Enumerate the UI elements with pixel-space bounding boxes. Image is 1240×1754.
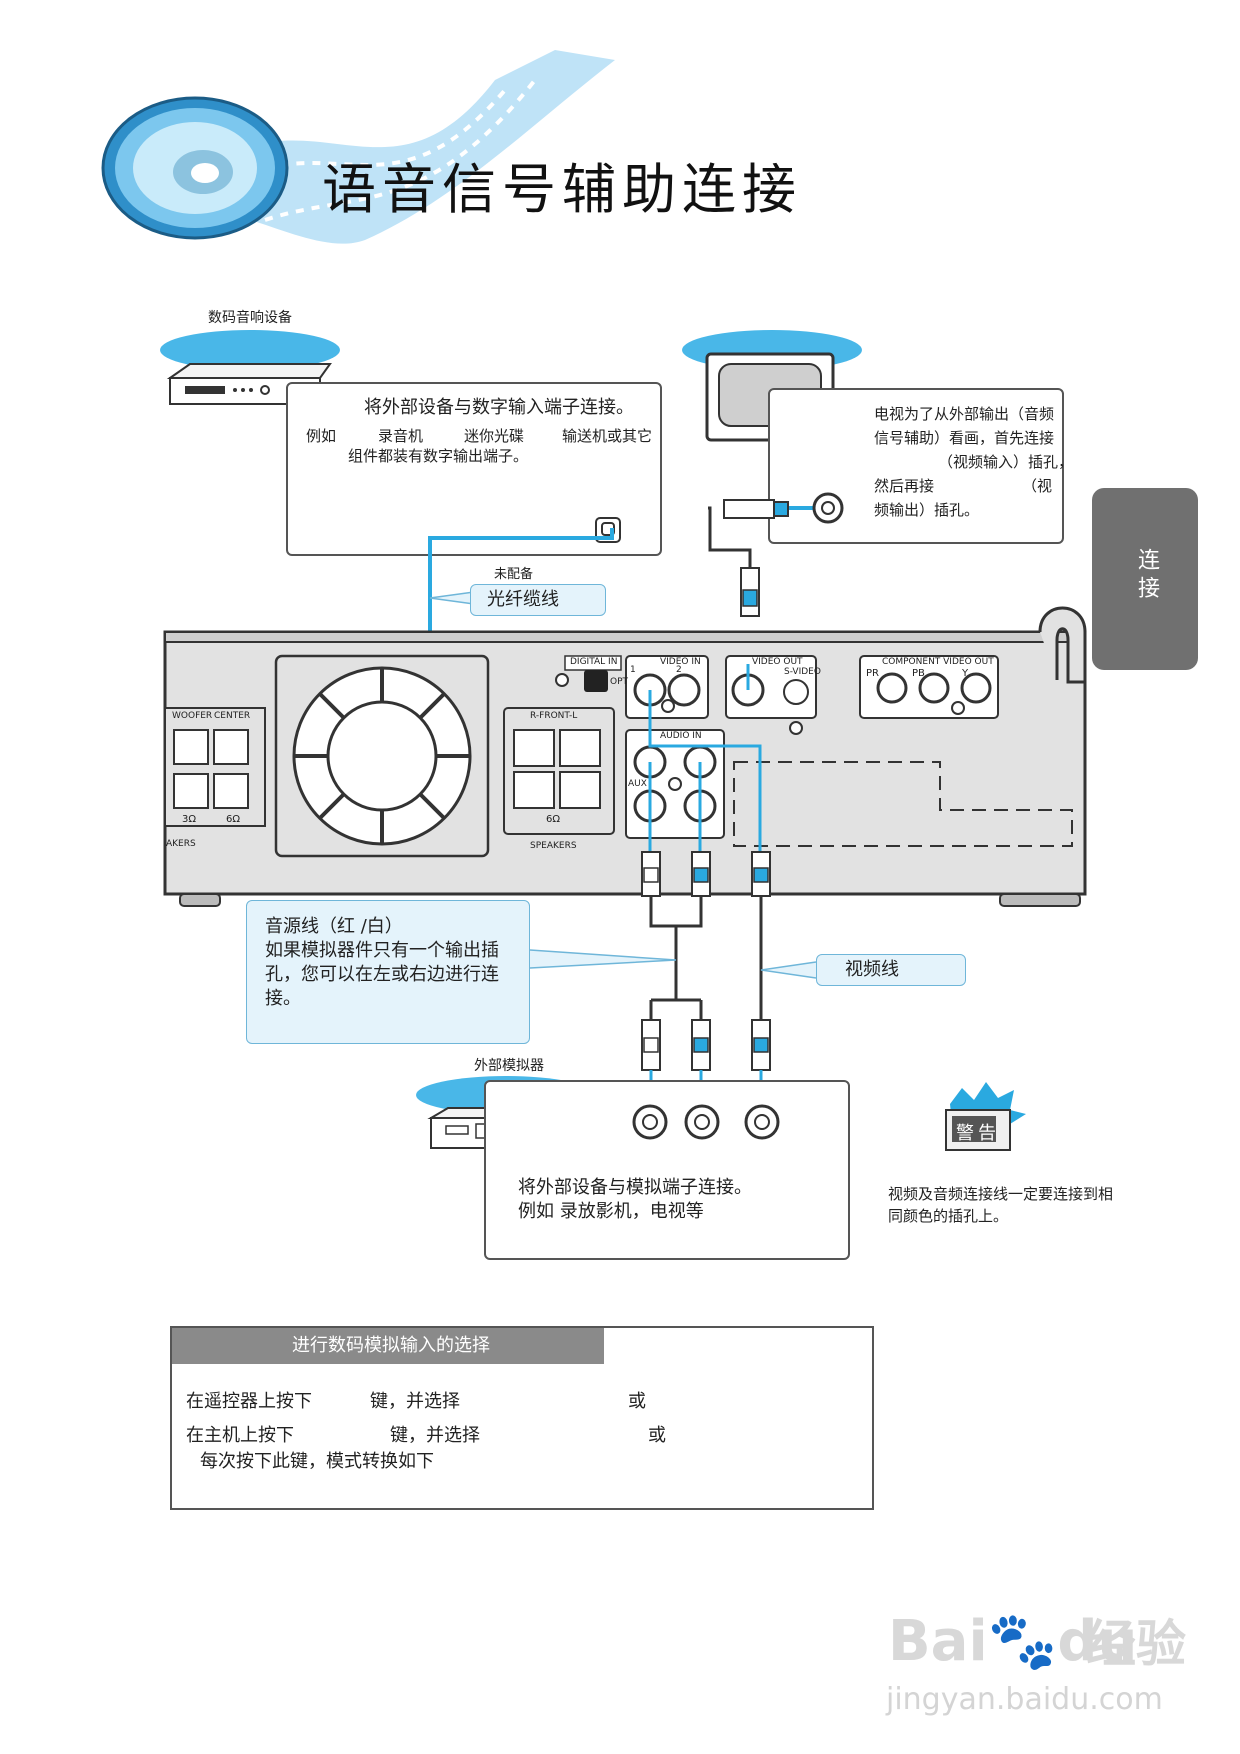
selection-row2a: 在主机上按下 [186, 1425, 294, 1446]
page-title: 语音信号辅助连接 [322, 158, 802, 221]
audio-cable-bubble: 音源线（红 /白） 如果模拟器件只有一个输出插 孔，您可以在左或右边进行连 接。 [246, 900, 530, 1044]
selection-row1b: 键，并选择 [370, 1391, 460, 1412]
analog-instruction-box: 将外部设备与模拟端子连接。 例如 录放影机，电视等 [484, 1080, 850, 1260]
analog-instruction-line1: 将外部设备与模拟端子连接。 [518, 1177, 752, 1198]
input-selection-box: 进行数码模拟输入的选择 在遥控器上按下 键，并选择 或 在主机上按下 键，并选择… [170, 1326, 874, 1510]
y-label: Y [962, 668, 969, 679]
watermark-paw-icon: 🐾 [987, 1609, 1058, 1674]
audio-cable-title: 音源线（红 /白） [265, 916, 403, 937]
section-tab-label: 连接 [1134, 548, 1159, 604]
watermark-brand-du: du [1057, 1609, 1138, 1674]
center-label: CENTER [214, 711, 251, 721]
tv-instruction-line5: 频输出）插孔。 [874, 501, 980, 519]
digital-instruction-example: 例如 [306, 427, 337, 445]
component-video-out-label: COMPONENT VIDEO OUT [882, 657, 994, 667]
input-selection-header-bar [172, 1328, 604, 1364]
digital-instruction-minidisc: 迷你光碟 [464, 427, 525, 445]
woofer-label: WOOFER [172, 711, 213, 721]
warning-badge: 警告 [956, 1123, 1000, 1144]
selection-row2c: 或 [648, 1425, 666, 1446]
opt-label: OPT [610, 677, 629, 687]
optical-note: 未配备 [494, 567, 534, 582]
audio-plug-left [641, 851, 661, 897]
watermark-brand-bai: Bai [888, 1609, 988, 1674]
audio-in-label: AUDIO IN [660, 731, 702, 741]
pr-label: PR [866, 668, 879, 679]
input-selection-header: 进行数码模拟输入的选择 [292, 1335, 490, 1356]
speakers-left-label: AKERS [166, 839, 196, 849]
tv-instruction-line4a: 然后再接 [874, 477, 935, 495]
audio-cable-line2: 如果模拟器件只有一个输出插 [265, 940, 499, 961]
video-cable-bubble: 视频线 [816, 954, 966, 986]
s-video-label: S-VIDEO [784, 667, 821, 677]
aux-label: AUX [628, 779, 647, 789]
section-tab[interactable]: 连接 [1092, 488, 1198, 670]
video-cable-label: 视频线 [845, 959, 899, 980]
r-front-l-label: R-FRONT-L [530, 711, 578, 721]
digital-instruction-box: 将外部设备与数字输入端子连接。 例如 录音机 迷你光碟 输送机或其它 组件都装有… [286, 382, 662, 556]
tv-instruction-line1: 电视为了从外部输出（音频 [874, 405, 1055, 423]
analog-output-jacks [632, 1104, 780, 1140]
port-number-1: 1 [630, 665, 636, 675]
selection-row2b: 键，并选择 [390, 1425, 480, 1446]
digital-instruction-other: 输送机或其它 [562, 427, 653, 445]
warning-icon [945, 1082, 1026, 1151]
ohm6-label: 6Ω [226, 814, 241, 825]
digital-instruction-line1: 将外部设备与数字输入端子连接。 [364, 397, 634, 418]
watermark-brand: Bai🐾du [888, 1610, 1137, 1674]
digital-instruction-recorder: 录音机 [378, 427, 424, 445]
selection-row1c: 或 [628, 1391, 646, 1412]
watermark-url: jingyan.baidu.com [886, 1682, 1163, 1717]
tv-instruction-line4b: （视 [1022, 477, 1053, 495]
warning-line2: 同颜色的插孔上。 [888, 1207, 1009, 1225]
ohm3-label: 3Ω [182, 814, 197, 825]
digital-device-label: 数码音响设备 [208, 310, 292, 326]
tv-instruction-line2: 信号辅助）看画，首先连接 [874, 429, 1055, 447]
digital-instruction-line3: 组件都装有数字输出端子。 [348, 447, 529, 465]
disc-film-graphic [101, 50, 615, 244]
selection-row1a: 在遥控器上按下 [186, 1391, 312, 1412]
digital-in-label: DIGITAL IN [570, 657, 618, 667]
video-out-label: VIDEO OUT [752, 657, 803, 667]
warning-line1: 视频及音频连接线一定要连接到相 [888, 1185, 1114, 1203]
watermark-cn: 经验 [1086, 1615, 1186, 1673]
audio-cable-line4: 接。 [265, 988, 301, 1009]
optical-cable-bubble: 光纤缆线 [470, 584, 606, 616]
analog-device-label: 外部模拟器 [474, 1058, 544, 1074]
port-number-2: 2 [676, 665, 682, 675]
video-in-label: VIDEO IN [660, 657, 701, 667]
pb-label: PB [912, 668, 925, 679]
optical-cable-label: 光纤缆线 [487, 589, 559, 610]
selection-row3: 每次按下此键，模式转换如下 [200, 1451, 434, 1472]
ohm6b-label: 6Ω [546, 814, 561, 825]
analog-instruction-line2: 例如 录放影机，电视等 [518, 1201, 704, 1222]
tv-instruction-line3: （视频输入）插孔， [938, 453, 1074, 471]
speakers-right-label: SPEAKERS [530, 841, 577, 851]
audio-cable-line3: 孔，您可以在左或右边进行连 [265, 964, 499, 985]
